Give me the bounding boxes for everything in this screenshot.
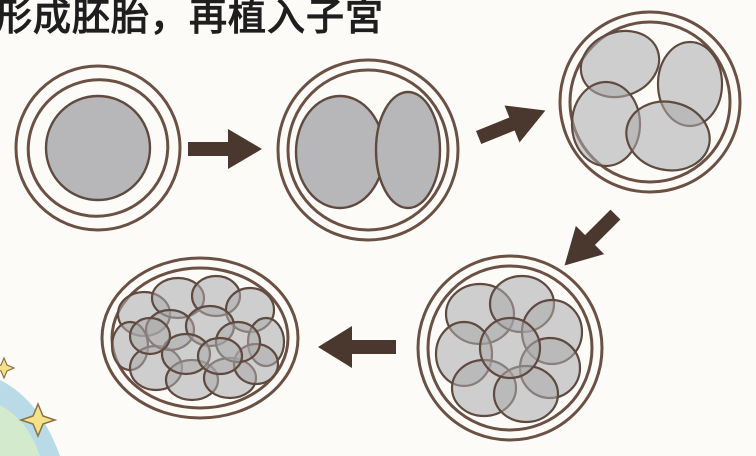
zygote-cell: [44, 94, 152, 202]
arrow-right-icon: [188, 129, 262, 169]
stage-two-cell: [276, 58, 460, 242]
blastomere: [128, 316, 172, 356]
stage-zygote: [14, 64, 182, 232]
blastomere: [478, 316, 542, 380]
stage-four-cell: [558, 10, 742, 194]
arrow-left-icon: [318, 326, 396, 368]
stage-morula: [100, 256, 300, 420]
blastomere: [625, 100, 711, 172]
blastomere: [196, 336, 244, 376]
stage-eight-cell: [416, 254, 604, 442]
star-icon: [18, 402, 58, 438]
page-title: 形成胚胎，再植入子宮: [0, 0, 385, 39]
blastomere: [294, 94, 386, 210]
arrow-down-left-icon: [564, 209, 621, 266]
blastomere: [374, 90, 442, 210]
arrow-up-right-icon: [475, 105, 546, 144]
star-icon: [0, 356, 16, 380]
